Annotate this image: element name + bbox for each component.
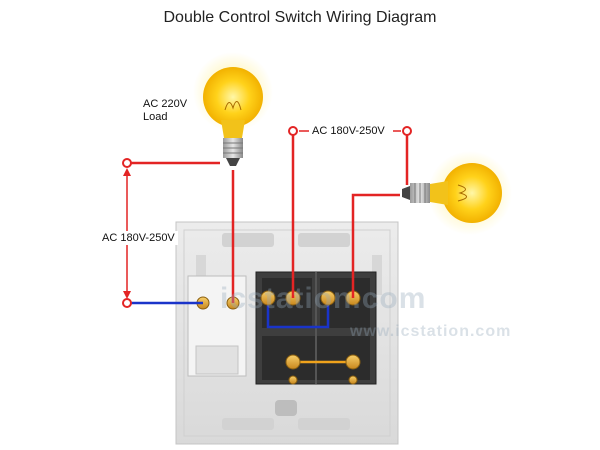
- page-title: Double Control Switch Wiring Diagram: [163, 9, 437, 26]
- light-bulb-icon: [193, 52, 273, 166]
- switch-link-wire: [266, 298, 330, 329]
- ac-voltage-label-top: AC 180V-250V: [312, 125, 385, 137]
- ac-left-arrow: [98, 158, 178, 308]
- switch-terminals: [260, 290, 361, 385]
- watermark: icstation.com: [220, 282, 427, 315]
- watermark-url: www.icstation.com: [350, 323, 512, 340]
- light-bulb-icon: [402, 151, 512, 235]
- terminal-block-left: [187, 275, 247, 377]
- lamp2-wire: [351, 193, 400, 298]
- ac-top-arrow: [288, 124, 412, 138]
- ac-voltage-label-left: AC 180V-250V: [102, 232, 175, 244]
- load-label: AC 220V Load: [143, 98, 188, 123]
